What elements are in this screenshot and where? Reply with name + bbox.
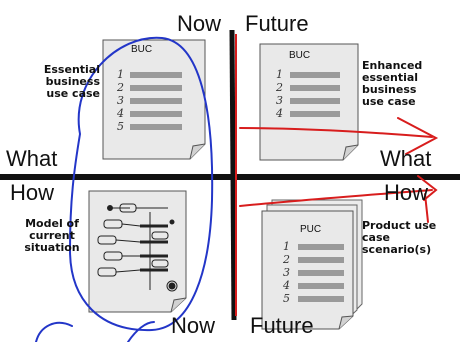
blue-ink-annotations xyxy=(35,36,214,342)
puc-line-number: 4 xyxy=(283,279,290,292)
buc-right-line-number: 4 xyxy=(276,107,283,120)
current-model-note: Model of current situation xyxy=(24,217,80,254)
puc-line-number: 5 xyxy=(283,292,290,305)
buc-right-title: BUC xyxy=(289,50,311,61)
buc-right-line-number: 3 xyxy=(276,94,283,107)
buc-left-line-number: 2 xyxy=(117,81,124,94)
how-label-right: How xyxy=(384,180,429,205)
doc-current-model xyxy=(88,190,187,313)
puc-title: PUC xyxy=(300,224,322,235)
future-label-bottom: Future xyxy=(250,313,314,338)
buc-left-line-number: 1 xyxy=(117,68,124,81)
essential-buc-note: Essential business use case xyxy=(43,63,100,100)
doc-buc-left xyxy=(102,39,206,160)
puc-line-number: 1 xyxy=(283,240,290,253)
what-how-divider xyxy=(0,174,460,180)
puc-line-number: 2 xyxy=(283,253,290,266)
what-label-right: What xyxy=(380,146,432,171)
buc-right-line-number: 1 xyxy=(276,68,283,81)
buc-left-line-number: 4 xyxy=(117,107,124,120)
now-label-top: Now xyxy=(177,11,222,36)
what-label-left: What xyxy=(6,146,58,171)
doc-puc-stack xyxy=(261,199,363,330)
red-arrows xyxy=(239,117,439,223)
buc-left-line-number: 3 xyxy=(117,94,124,107)
doc-buc-right xyxy=(259,43,359,161)
how-label-left: How xyxy=(10,180,55,205)
buc-right-line-number: 2 xyxy=(276,81,283,94)
now-future-divider xyxy=(229,29,237,321)
buc-left-title: BUC xyxy=(131,44,153,55)
buc-left-line-number: 5 xyxy=(117,120,124,133)
product-uc-note: Product use case scenario(s) xyxy=(362,219,437,256)
puc-line-number: 3 xyxy=(283,266,290,279)
now-label-bottom: Now xyxy=(171,313,216,338)
future-label-top: Future xyxy=(245,11,309,36)
enhanced-buc-note: Enhanced essential business use case xyxy=(362,59,423,108)
activity-diagram-sketch xyxy=(97,203,178,292)
